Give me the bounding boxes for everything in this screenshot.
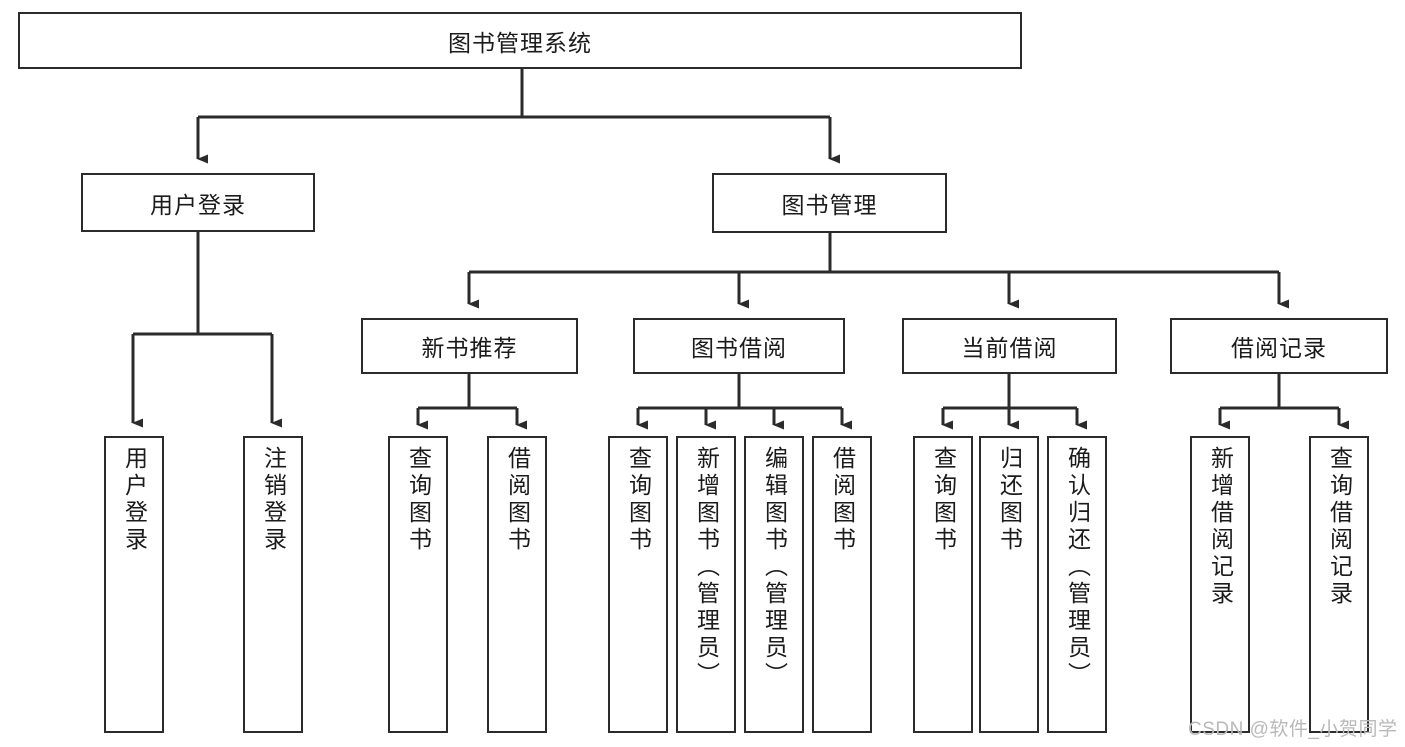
node-leaf-edit-book-admin[interactable]: 编辑图书（管理员）	[744, 436, 804, 733]
node-label: 新书推荐	[421, 335, 518, 361]
watermark: CSDN @软件_小贺同学	[1188, 719, 1398, 740]
node-leaf-add-book-admin[interactable]: 新增图书（管理员）	[676, 436, 736, 733]
node-label: 注销登录	[260, 446, 287, 554]
node-label: 借阅图书	[504, 446, 531, 554]
node-label: 借阅记录	[1231, 335, 1327, 361]
node-leaf-confirm-return-admin[interactable]: 确认归还（管理员）	[1047, 436, 1107, 733]
node-label: 查询图书	[930, 446, 957, 554]
node-root-system[interactable]: 图书管理系统	[18, 12, 1022, 69]
node-leaf-logout[interactable]: 注销登录	[243, 436, 303, 733]
node-leaf-borrow-book-recommend[interactable]: 借阅图书	[487, 436, 547, 733]
node-book-management[interactable]: 图书管理	[712, 173, 947, 233]
node-label: 查询图书	[625, 446, 652, 554]
node-borrow-record[interactable]: 借阅记录	[1170, 318, 1388, 374]
node-label: 图书管理	[781, 192, 878, 218]
node-label: 图书借阅	[691, 335, 787, 361]
node-leaf-query-borrow-record[interactable]: 查询借阅记录	[1309, 436, 1369, 733]
node-label: 确认归还（管理员）	[1064, 446, 1091, 689]
node-leaf-borrow-book[interactable]: 借阅图书	[812, 436, 872, 733]
node-new-book-recommend[interactable]: 新书推荐	[361, 318, 578, 374]
node-leaf-return-book[interactable]: 归还图书	[979, 436, 1039, 733]
node-user-login[interactable]: 用户登录	[81, 173, 315, 232]
node-label: 用户登录	[121, 446, 148, 554]
node-leaf-query-book-current[interactable]: 查询图书	[913, 436, 973, 733]
node-leaf-add-borrow-record[interactable]: 新增借阅记录	[1190, 436, 1250, 733]
node-leaf-user-login[interactable]: 用户登录	[104, 436, 164, 733]
node-leaf-query-book-recommend[interactable]: 查询图书	[388, 436, 448, 733]
node-label: 新增借阅记录	[1207, 446, 1234, 608]
node-label: 图书管理系统	[448, 29, 592, 56]
node-label: 编辑图书（管理员）	[761, 446, 788, 689]
node-book-borrow[interactable]: 图书借阅	[633, 318, 845, 374]
node-label: 新增图书（管理员）	[693, 446, 720, 689]
node-label: 当前借阅	[961, 335, 1058, 361]
node-leaf-query-book-borrow[interactable]: 查询图书	[608, 436, 668, 733]
node-label: 归还图书	[996, 446, 1023, 554]
node-label: 借阅图书	[829, 446, 856, 554]
node-label: 查询图书	[405, 446, 432, 554]
node-current-borrow[interactable]: 当前借阅	[902, 318, 1117, 374]
node-label: 用户登录	[150, 191, 246, 218]
node-label: 查询借阅记录	[1326, 446, 1353, 608]
